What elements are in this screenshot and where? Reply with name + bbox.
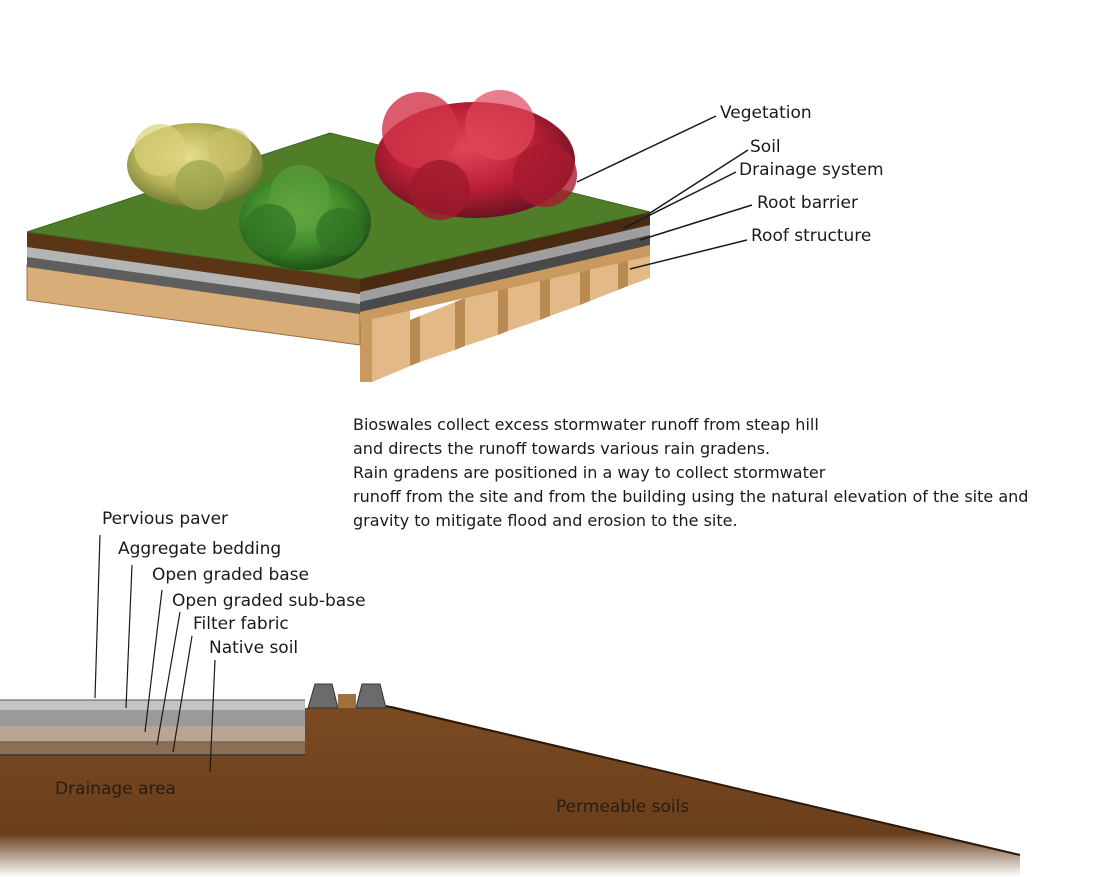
yellow-shrub — [127, 123, 263, 210]
description-line: Rain gradens are positioned in a way to … — [353, 463, 826, 482]
soil-side — [360, 212, 650, 294]
root-barrier-side — [360, 235, 650, 314]
open-graded-base-layer — [0, 726, 305, 741]
pervious-paving-section — [0, 534, 1021, 877]
curb-right — [355, 683, 387, 709]
description-line: gravity to mitigate flood and erosion to… — [353, 511, 738, 530]
description-line: and directs the runoff towards various r… — [353, 439, 771, 458]
label-permeable-soils: Permeable soils — [556, 797, 690, 817]
label-aggregate-bedding: Aggregate bedding — [118, 539, 282, 559]
label-open-graded-sub-base: Open graded sub-base — [172, 591, 366, 611]
description-line: Bioswales collect excess stormwater runo… — [353, 415, 819, 434]
label-soil: Soil — [750, 137, 781, 157]
label-root-barrier: Root barrier — [757, 193, 858, 213]
roof-structure-side — [360, 245, 650, 322]
soil-front — [27, 232, 360, 294]
ground — [0, 706, 1020, 877]
open-graded-sub-base-layer — [0, 741, 305, 755]
drainage-front — [27, 245, 360, 304]
roof-leader-lines — [576, 115, 753, 270]
label-roof-structure: Roof structure — [751, 226, 872, 246]
label-drainage-system: Drainage system — [739, 160, 884, 180]
label-drainage-area: Drainage area — [55, 779, 176, 799]
root-barrier-front — [27, 255, 360, 314]
description-line: runoff from the site and from the buildi… — [353, 487, 1029, 506]
label-open-graded-base: Open graded base — [152, 565, 309, 585]
green-shrub — [239, 165, 371, 270]
drainage-side — [360, 225, 650, 304]
description-text: Bioswales collect excess stormwater runo… — [353, 413, 1098, 533]
curb-gap-soil — [338, 694, 356, 708]
paving-leader-lines — [94, 534, 216, 773]
pervious-paver-layer — [0, 700, 305, 710]
label-native-soil: Native soil — [209, 638, 299, 658]
green-roof — [26, 90, 753, 382]
aggregate-bedding-layer — [0, 710, 305, 726]
label-filter-fabric: Filter fabric — [193, 614, 289, 634]
label-vegetation: Vegetation — [720, 103, 812, 123]
red-shrub — [375, 90, 577, 220]
curb-left — [307, 683, 339, 709]
label-pervious-paver: Pervious paver — [102, 509, 229, 529]
